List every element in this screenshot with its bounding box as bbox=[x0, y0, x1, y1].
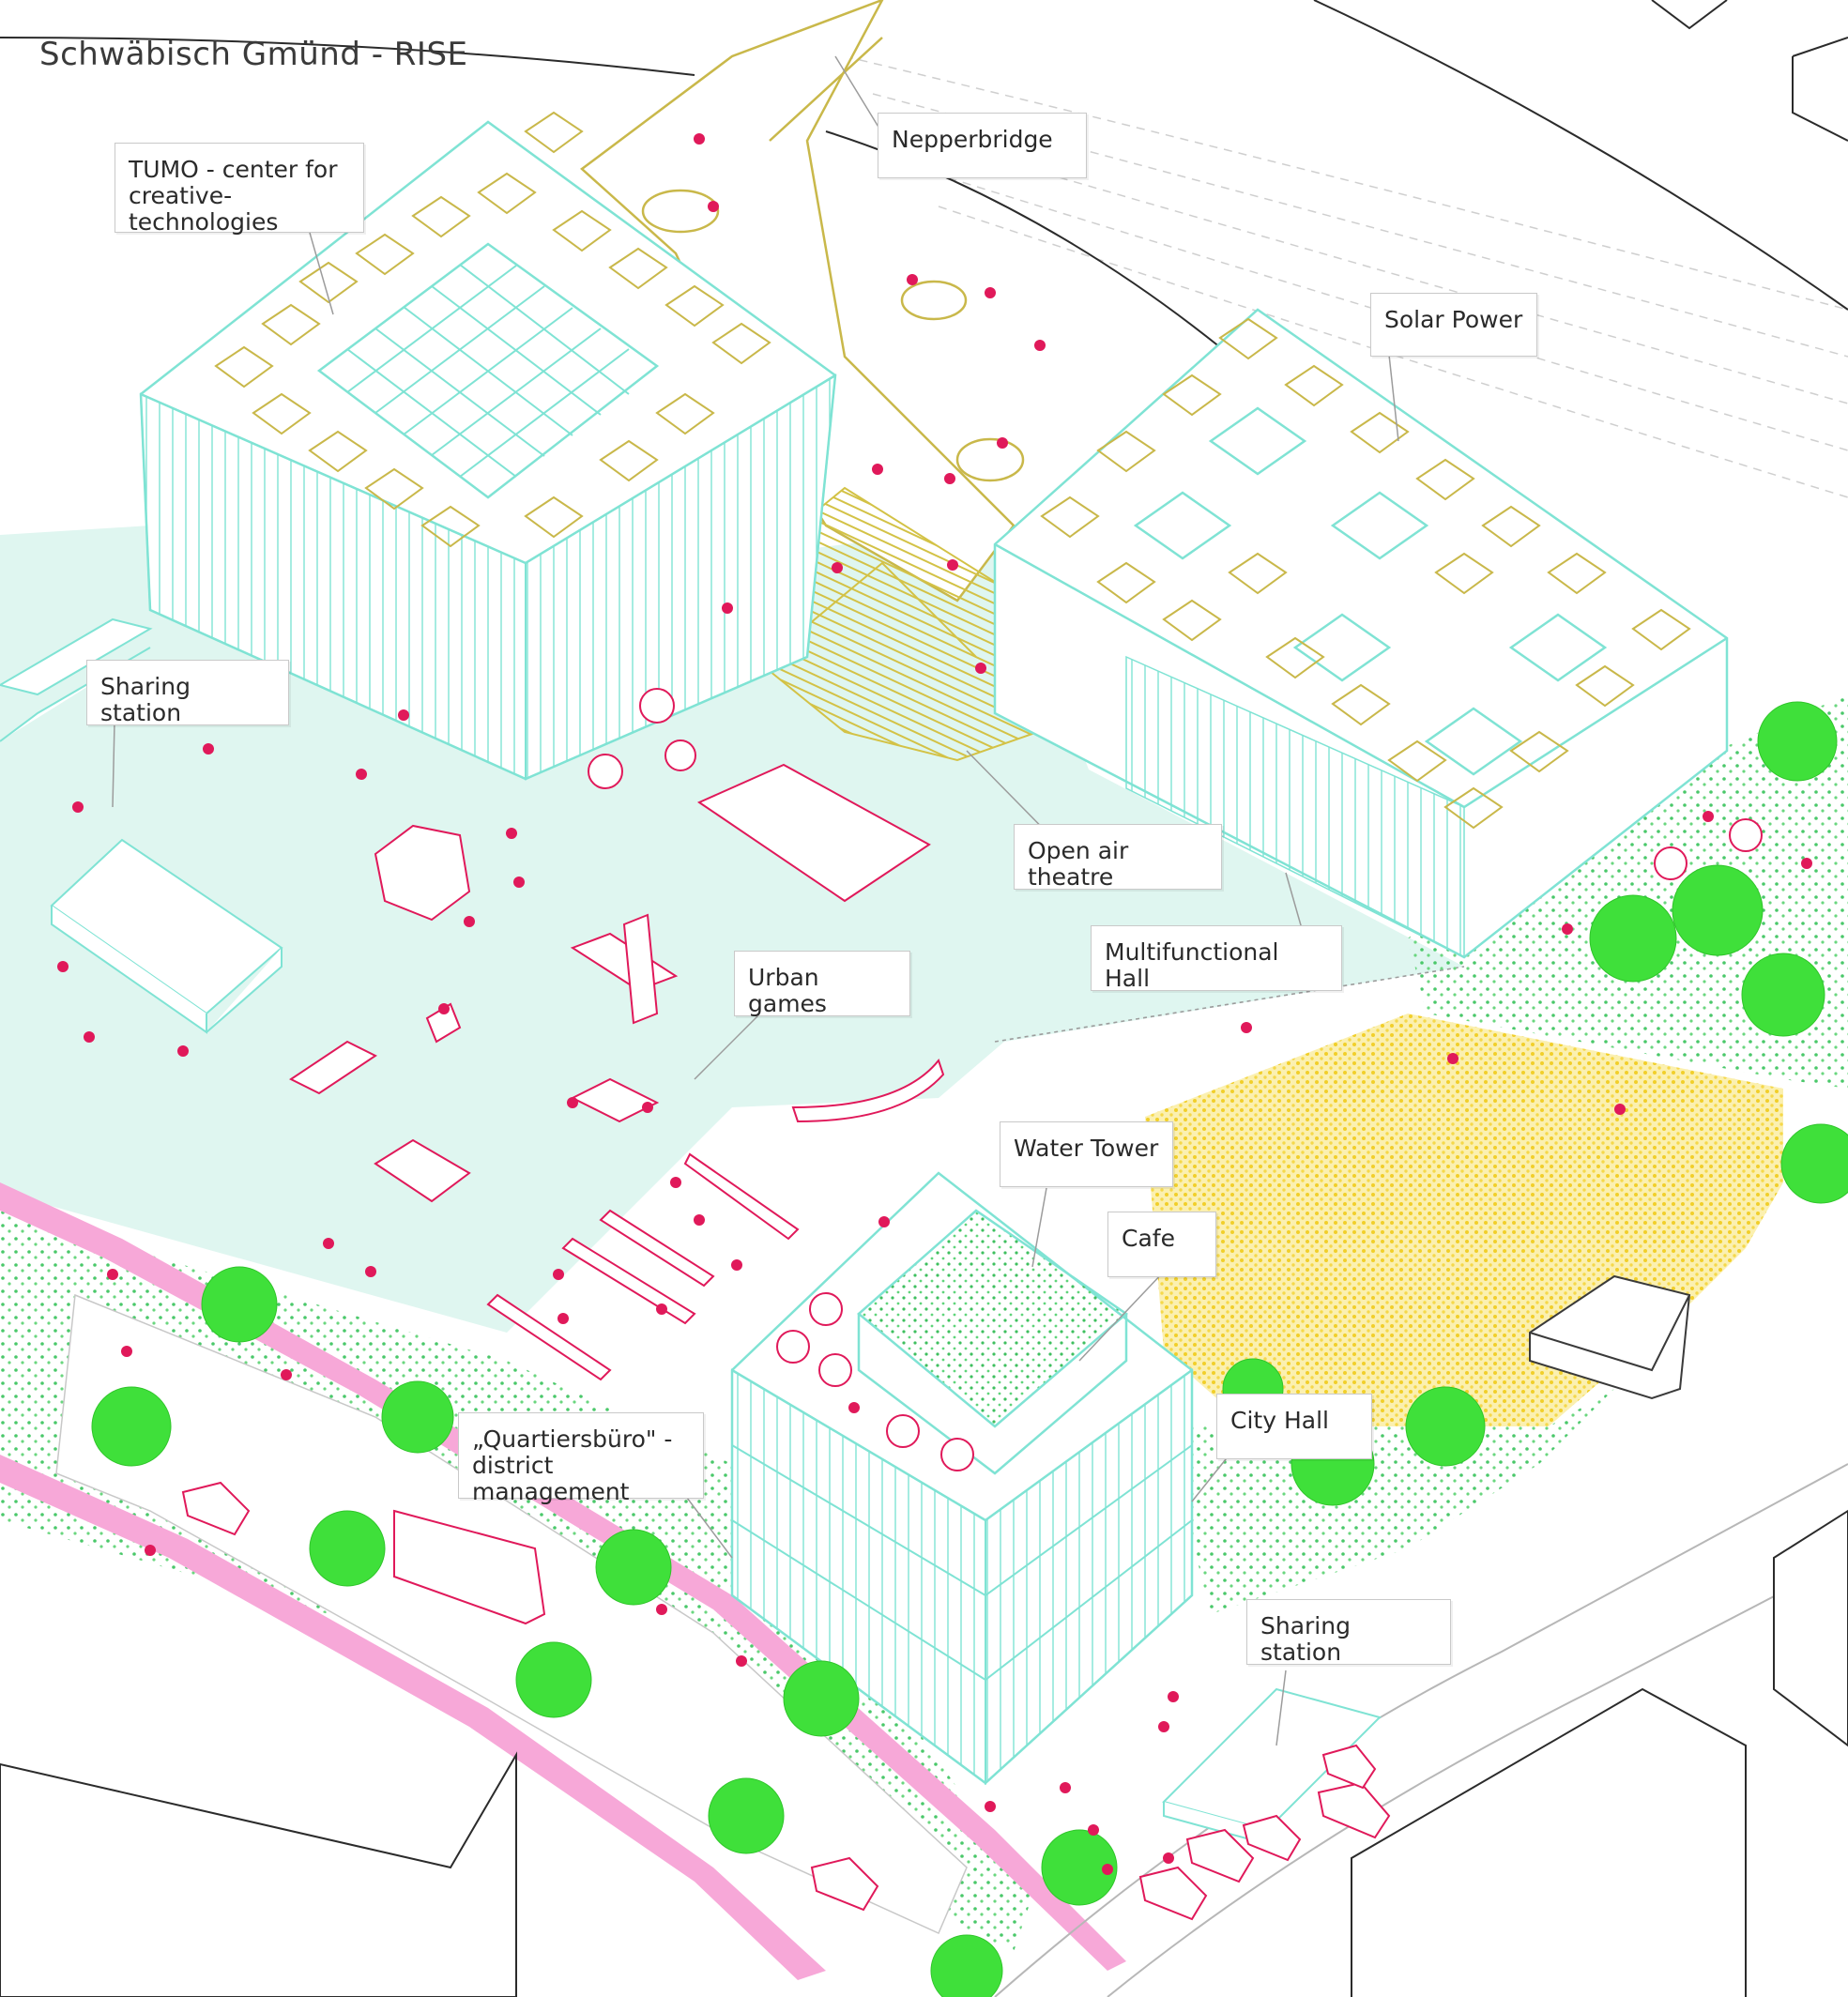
label-water-tower: Water Tower bbox=[1000, 1121, 1173, 1187]
label-sharing-station-right: Sharing station bbox=[1246, 1599, 1451, 1666]
label-nepperbridge: Nepperbridge bbox=[878, 113, 1087, 178]
plaza bbox=[0, 526, 1464, 1333]
meadow-pavilion bbox=[1529, 1274, 1691, 1400]
label-multifunctional-hall: Multifunctional Hall bbox=[1091, 925, 1342, 992]
bike-lane-lower bbox=[0, 1455, 826, 1980]
bike-lane-upper bbox=[0, 1182, 1126, 1971]
vehicles bbox=[181, 1481, 1391, 1921]
page-title: Schwäbisch Gmünd - RISE bbox=[39, 36, 468, 73]
label-sharing-station-left: Sharing station bbox=[86, 660, 289, 726]
tumo-solar-panels bbox=[214, 111, 771, 548]
tumo-building bbox=[139, 111, 837, 781]
label-city-hall: City Hall bbox=[1216, 1394, 1372, 1459]
water-tower-building bbox=[730, 1171, 1194, 1786]
label-open-air-theatre: Open air theatre bbox=[1014, 824, 1222, 891]
umbrellas bbox=[588, 688, 1763, 1471]
plaza-pavilion bbox=[50, 838, 283, 1034]
label-solar-power: Solar Power bbox=[1370, 293, 1537, 357]
multifunctional-hall-building bbox=[993, 308, 1729, 959]
urban-games-elements bbox=[289, 763, 945, 1381]
hall-solar-panels bbox=[1040, 317, 1691, 830]
sharing-station-right bbox=[1162, 1687, 1382, 1846]
label-urban-games: Urban games bbox=[734, 951, 910, 1017]
people bbox=[57, 133, 1812, 1875]
label-quartiersburo: „Quartiersbüro" - district management bbox=[458, 1412, 704, 1505]
label-cafe: Cafe bbox=[1107, 1212, 1216, 1277]
background-outlines bbox=[0, 0, 1848, 142]
greenery-right bbox=[1408, 694, 1848, 1089]
building-outlines-bottom bbox=[0, 1509, 1848, 1997]
label-tumo: TUMO - center for creative-technologies bbox=[115, 143, 364, 236]
